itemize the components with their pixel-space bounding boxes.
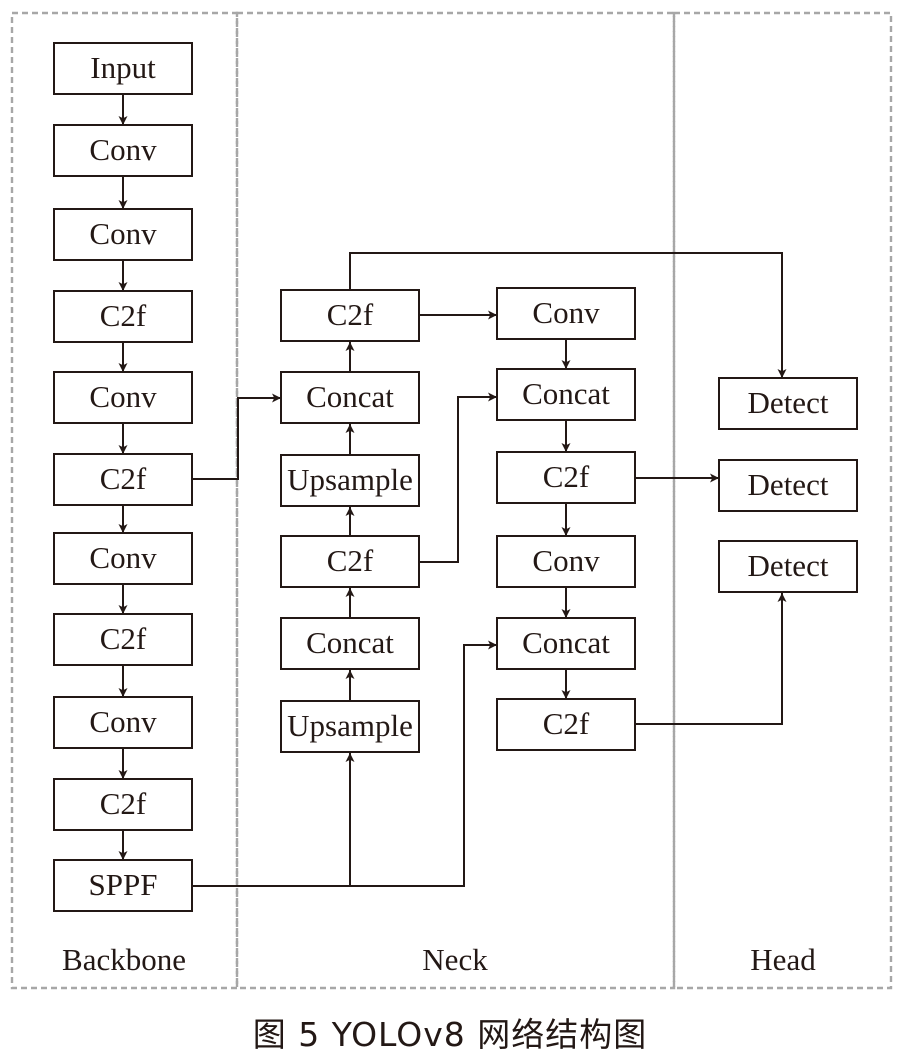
- neck-node-label: Upsample: [287, 462, 413, 497]
- neck-node-label: C2f: [543, 459, 590, 494]
- backbone-node-label: C2f: [100, 461, 147, 496]
- neck-node-label: C2f: [543, 706, 590, 741]
- neck-node-label: Concat: [522, 376, 610, 411]
- head-node-label: Detect: [748, 467, 829, 502]
- head-node-detect: Detect: [718, 459, 858, 512]
- neck-node-upsample: Upsample: [280, 700, 420, 753]
- head-node-label: Detect: [748, 385, 829, 420]
- neck-node-label: Conv: [532, 543, 600, 578]
- backbone-section: [10, 11, 239, 990]
- neck-section: [235, 11, 676, 990]
- head-node-detect: Detect: [718, 377, 858, 430]
- neck-node-label: Concat: [522, 625, 610, 660]
- neck-node-label: Concat: [306, 625, 394, 660]
- backbone-node-conv: Conv: [53, 696, 193, 749]
- backbone-node-label: Conv: [89, 216, 157, 251]
- neck-node-label: C2f: [327, 297, 374, 332]
- backbone-column: Input Conv Conv C2f Conv C2f Conv C2f Co…: [53, 42, 193, 912]
- backbone-node-c2f: C2f: [53, 453, 193, 506]
- backbone-node-label: Conv: [89, 704, 157, 739]
- arrow-sppf-to-concat4: [350, 640, 497, 887]
- arrow-c2f-n4-to-detect3: [636, 593, 787, 725]
- neck-node-upsample: Upsample: [280, 454, 420, 507]
- arrow-sppf-to-upsample2: [193, 753, 355, 887]
- backbone-node-label: Conv: [89, 132, 157, 167]
- neck-node-label: Concat: [306, 379, 394, 414]
- backbone-node-label: C2f: [100, 298, 147, 333]
- arrow-c2f-n2-to-concat3: [420, 392, 497, 563]
- backbone-node-label: Input: [90, 50, 156, 85]
- neck-label: Neck: [422, 942, 488, 977]
- backbone-node-label: C2f: [100, 621, 147, 656]
- neck-node-concat: Concat: [496, 368, 636, 421]
- backbone-node-c2f: C2f: [53, 778, 193, 831]
- neck-node-c2f: C2f: [496, 698, 636, 751]
- neck-node-label: C2f: [327, 543, 374, 578]
- arrow-c2f-n1-to-detect1: [349, 252, 787, 378]
- head-section: [672, 11, 893, 990]
- neck-node-concat: Concat: [280, 371, 420, 424]
- backbone-node-conv: Conv: [53, 371, 193, 424]
- head-node-label: Detect: [748, 548, 829, 583]
- backbone-node-conv: Conv: [53, 208, 193, 261]
- backbone-node-label: SPPF: [89, 867, 158, 902]
- arrow-c2f2-to-concat1: [193, 393, 281, 480]
- neck-node-conv: Conv: [496, 287, 636, 340]
- neck-node-c2f: C2f: [280, 289, 420, 342]
- figure-caption: 图 5 YOLOv8 网络结构图: [252, 1015, 648, 1054]
- neck-node-c2f: C2f: [280, 535, 420, 588]
- backbone-node-input: Input: [53, 42, 193, 95]
- neck-node-label: Upsample: [287, 708, 413, 743]
- backbone-node-label: C2f: [100, 786, 147, 821]
- backbone-node-conv: Conv: [53, 532, 193, 585]
- connection-arrows: [118, 95, 787, 887]
- neck-left-column: C2f Concat Upsample C2f Concat Upsample: [280, 289, 420, 753]
- head-column: Detect Detect Detect: [718, 377, 858, 593]
- backbone-node-c2f: C2f: [53, 613, 193, 666]
- neck-right-column: Conv Concat C2f Conv Concat C2f: [496, 287, 636, 751]
- neck-node-label: Conv: [532, 295, 600, 330]
- backbone-node-conv: Conv: [53, 124, 193, 177]
- backbone-node-label: Conv: [89, 540, 157, 575]
- backbone-node-c2f: C2f: [53, 290, 193, 343]
- backbone-node-label: Conv: [89, 379, 157, 414]
- neck-node-c2f: C2f: [496, 451, 636, 504]
- backbone-node-sppf: SPPF: [53, 859, 193, 912]
- neck-node-conv: Conv: [496, 535, 636, 588]
- backbone-label: Backbone: [62, 942, 186, 977]
- neck-node-concat: Concat: [280, 617, 420, 670]
- neck-node-concat: Concat: [496, 617, 636, 670]
- head-label: Head: [750, 942, 816, 977]
- head-node-detect: Detect: [718, 540, 858, 593]
